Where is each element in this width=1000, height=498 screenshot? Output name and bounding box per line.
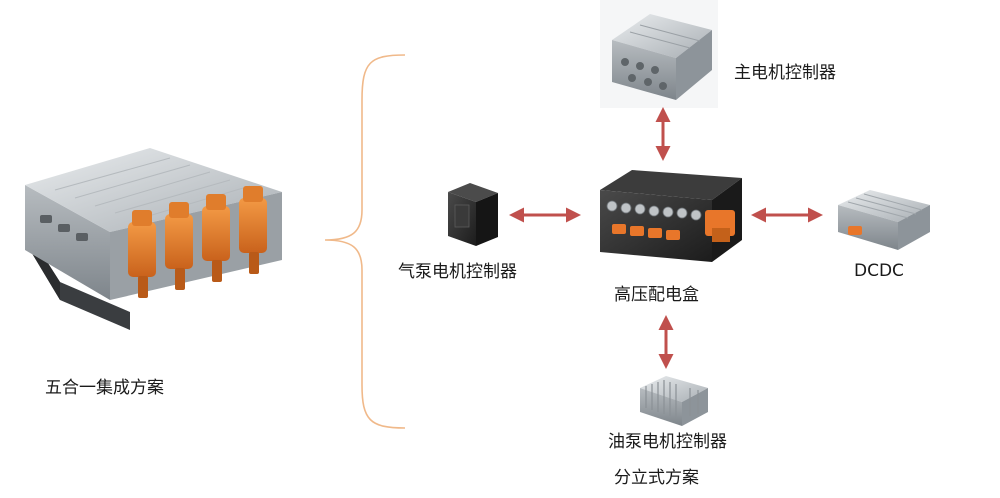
grouping-brace (324, 54, 406, 429)
label-air-pump-controller: 气泵电机控制器 (398, 262, 517, 282)
label-hv-distribution-box: 高压配电盒 (614, 285, 699, 305)
oil-pump-controller-icon (640, 376, 708, 426)
dcdc-converter-icon (838, 190, 930, 250)
air-pump-controller-icon (448, 183, 498, 246)
hv-distribution-box-icon (600, 170, 742, 262)
orange-connectors (128, 186, 267, 298)
main-motor-controller-icon (600, 0, 718, 108)
label-main-motor-controller: 主电机控制器 (734, 63, 836, 83)
label-oil-pump-controller: 油泵电机控制器 (608, 432, 727, 452)
label-split-solution: 分立式方案 (614, 468, 699, 488)
label-dcdc: DCDC (854, 261, 904, 281)
five-in-one-controller-icon (25, 148, 282, 330)
label-integrated-solution: 五合一集成方案 (45, 378, 164, 398)
